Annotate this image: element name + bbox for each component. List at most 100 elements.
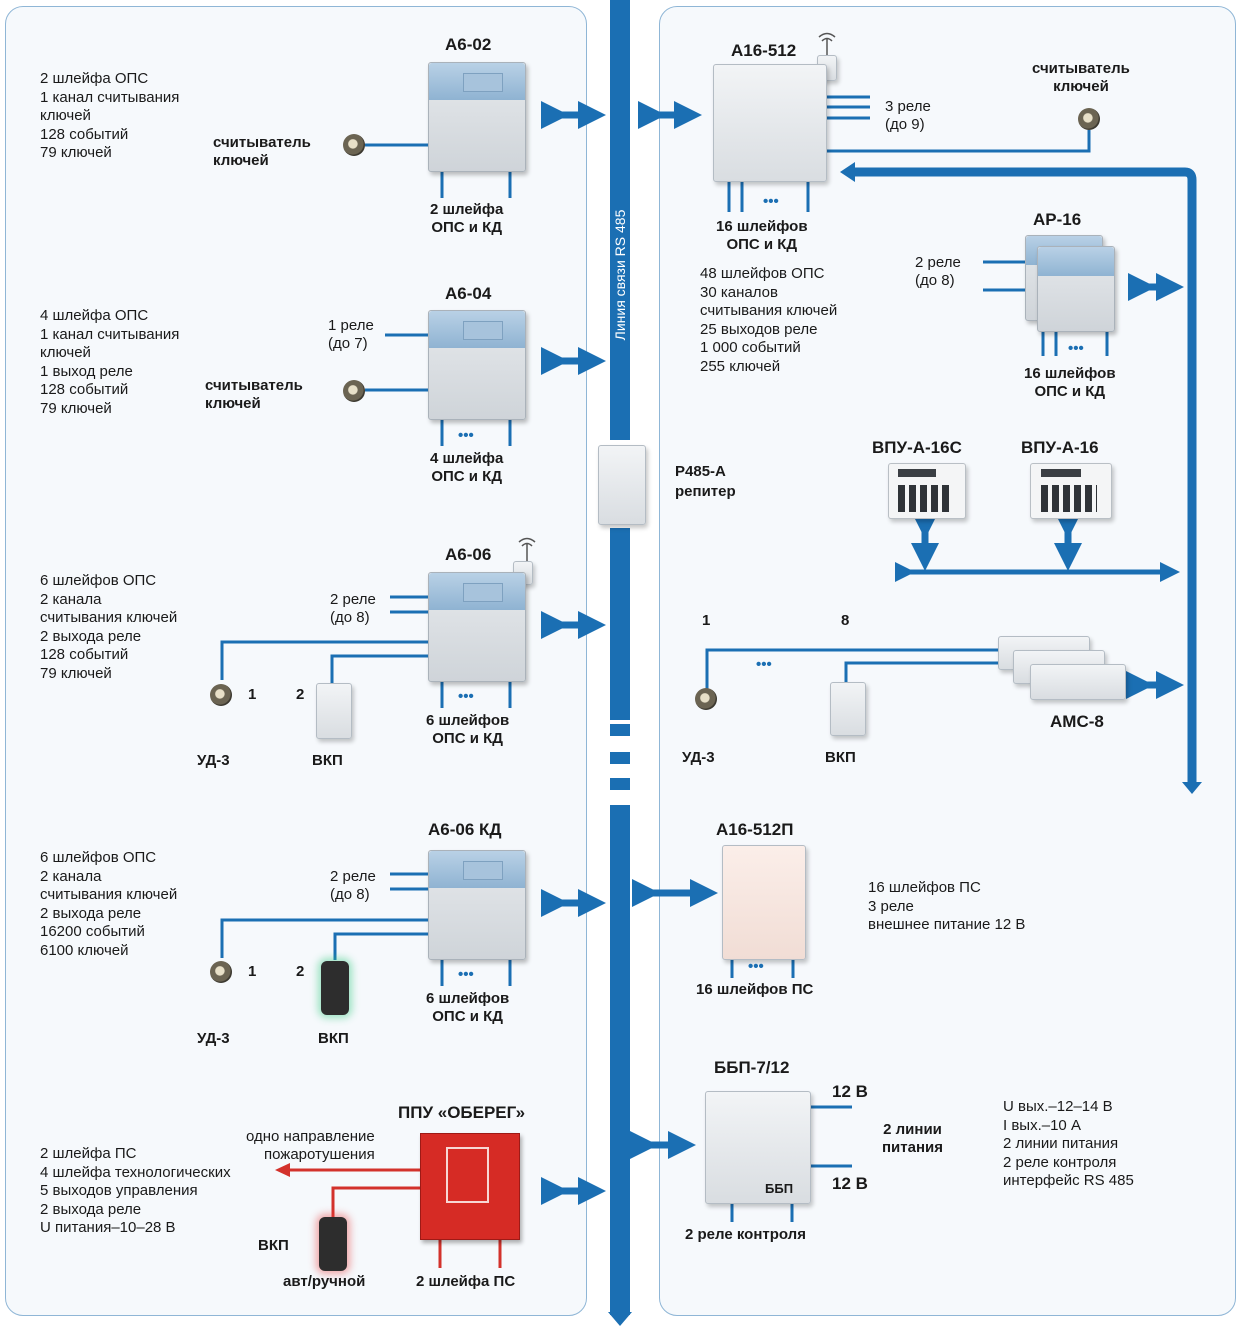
spec-line: 6100 ключей [40, 941, 129, 959]
ppu-title: ППУ «ОБЕРЕГ» [398, 1103, 526, 1122]
bbp-device-image [705, 1091, 811, 1204]
a16512-reader-label: считыватель ключей [1032, 60, 1130, 95]
antenna-icons [518, 32, 836, 562]
spec-line: 79 ключей [40, 144, 112, 161]
bus-label-text: Линия связи RS 485 [612, 209, 628, 341]
a602-reader-label: считыватель ключей [213, 134, 311, 169]
ar16-loops-label: 16 шлейфов ОПС и КД [1024, 365, 1116, 400]
a606kd-device-image [428, 850, 526, 960]
ams8-module-image [1030, 664, 1126, 700]
ud3-reader-icon [210, 684, 232, 706]
spec-line: 2 выхода реле [40, 627, 142, 645]
spec-line: 128 событий [40, 125, 129, 143]
a606-n1: 1 [248, 686, 257, 703]
a604-dots: ••• [458, 427, 474, 444]
spec-line: 6 шлейфов ОПС [40, 849, 157, 866]
key-reader-icon [1078, 108, 1100, 130]
spec-line: 4 шлейфа ОПС [40, 307, 149, 324]
a606-device-image [428, 572, 526, 682]
ams8-vkp-label: ВКП [825, 749, 856, 766]
vkp-button-image [321, 961, 349, 1015]
spec-line: 2 реле контроля [1003, 1153, 1117, 1171]
vkp-button-image [316, 683, 352, 739]
vpu16-keypad-image [1030, 463, 1112, 519]
spec-line: 25 выходов реле [700, 320, 818, 338]
vpu16c-keypad-image [888, 463, 966, 519]
bbp-v1: 12 В [832, 1082, 868, 1101]
spec-line: 5 выходов управления [40, 1182, 198, 1199]
a16512-device-image [713, 64, 827, 182]
a606kd-n2: 2 [296, 963, 305, 980]
a606-n2: 2 [296, 686, 305, 703]
spec-line: считывания ключей [700, 302, 838, 319]
a16512p-spec: 16 шлейфов ПС 3 реле внешнее питание 12 … [868, 879, 1025, 935]
a606-spec: 6 шлейфов ОПС 2 канала считывания ключей… [40, 572, 177, 683]
ppu-direction-arrowhead [275, 1163, 290, 1177]
bbp-title: ББП-7/12 [714, 1058, 790, 1077]
a606-dots: ••• [458, 688, 474, 705]
bbp-device-label: ББП [765, 1181, 794, 1196]
spec-line: 128 событий [40, 646, 129, 663]
a16512p-device-image [722, 845, 806, 960]
spec-line: 16 шлейфов ПС [868, 879, 981, 896]
a606kd-ud-label: УД-3 [197, 1030, 230, 1047]
a602-device-image [428, 62, 526, 172]
spec-line: 2 выхода реле [40, 904, 142, 922]
ud3-reader-icon [695, 688, 717, 710]
vpu16c-title: ВПУ-А-16С [872, 438, 962, 457]
right-branch-arrow [1182, 782, 1202, 794]
spec-line: 1 выход реле [40, 362, 133, 380]
spec-line: 1 канал считывания [40, 325, 180, 343]
ar16-dots: ••• [1068, 340, 1084, 357]
a606-ud-label: УД-3 [197, 752, 230, 769]
a606-relay-label: 2 реле (до 8) [330, 591, 376, 626]
a604-relay-label: 1 реле (до 7) [328, 317, 374, 352]
key-reader-icon [343, 134, 365, 156]
a16512p-title: А16-512П [716, 820, 794, 839]
spec-line: считывания ключей [40, 609, 178, 626]
ppu-loops-label: 2 шлейфа ПС [416, 1273, 516, 1290]
key-reader-icon [343, 380, 365, 402]
a16512-bus-arrowhead [840, 162, 855, 182]
vkp-button-image [319, 1217, 347, 1271]
vpu16-title: ВПУ-А-16 [1021, 438, 1099, 457]
spec-line: 2 канала [40, 867, 102, 885]
device-wires [220, 95, 1109, 1222]
a16512p-loops-label: 16 шлейфов ПС [696, 981, 814, 998]
ppu-mode-label: авт/ручной [283, 1273, 366, 1290]
spec-line: 16200 событий [40, 923, 145, 940]
bbp-relay-label: 2 реле контроля [685, 1226, 806, 1243]
spec-line: считывания ключей [40, 886, 178, 903]
a602-spec: 2 шлейфа ОПС 1 канал считывания ключей 1… [40, 70, 179, 163]
spec-line: 128 событий [40, 381, 129, 398]
vkp-button-image [830, 682, 866, 736]
a16512p-dots: ••• [748, 958, 764, 975]
repeater-device-image [598, 445, 646, 525]
spec-line: 2 канала [40, 590, 102, 608]
a606-vkp-label: ВКП [312, 752, 343, 769]
spec-line: U питания–10–28 В [40, 1219, 176, 1236]
ppu-direction-label: одно направление пожаротушения [246, 1128, 375, 1163]
ams8-title: АМС-8 [1050, 712, 1104, 731]
spec-line: I вых.–10 А [1003, 1116, 1081, 1134]
a606kd-dots: ••• [458, 966, 474, 983]
spec-line: 255 ключей [700, 357, 781, 375]
spec-line: 3 реле [868, 897, 914, 915]
spec-line: 1 канал считывания [40, 88, 180, 106]
spec-line: 2 шлейфа ПС [40, 1145, 137, 1162]
ams8-n8: 8 [841, 612, 850, 629]
spec-line: 79 ключей [40, 399, 112, 417]
ppu-vkp-label: ВКП [258, 1237, 289, 1254]
ar16-title: АР-16 [1033, 210, 1082, 229]
a606-title: А6-06 [445, 545, 492, 564]
a606kd-vkp-label: ВКП [318, 1030, 349, 1047]
spec-line: 6 шлейфов ОПС [40, 572, 157, 589]
ams8-dots: ••• [756, 656, 772, 673]
ppu-spec: 2 шлейфа ПС 4 шлейфа технологических 5 в… [40, 1145, 231, 1238]
a606kd-loops-label: 6 шлейфов ОПС и КД [426, 990, 510, 1025]
ar16-relay-label: 2 реле (до 8) [915, 254, 961, 289]
ar16-device-image [1037, 246, 1115, 332]
spec-line: внешнее питание 12 В [868, 916, 1026, 933]
spec-line: 2 линии питания [1003, 1135, 1119, 1152]
